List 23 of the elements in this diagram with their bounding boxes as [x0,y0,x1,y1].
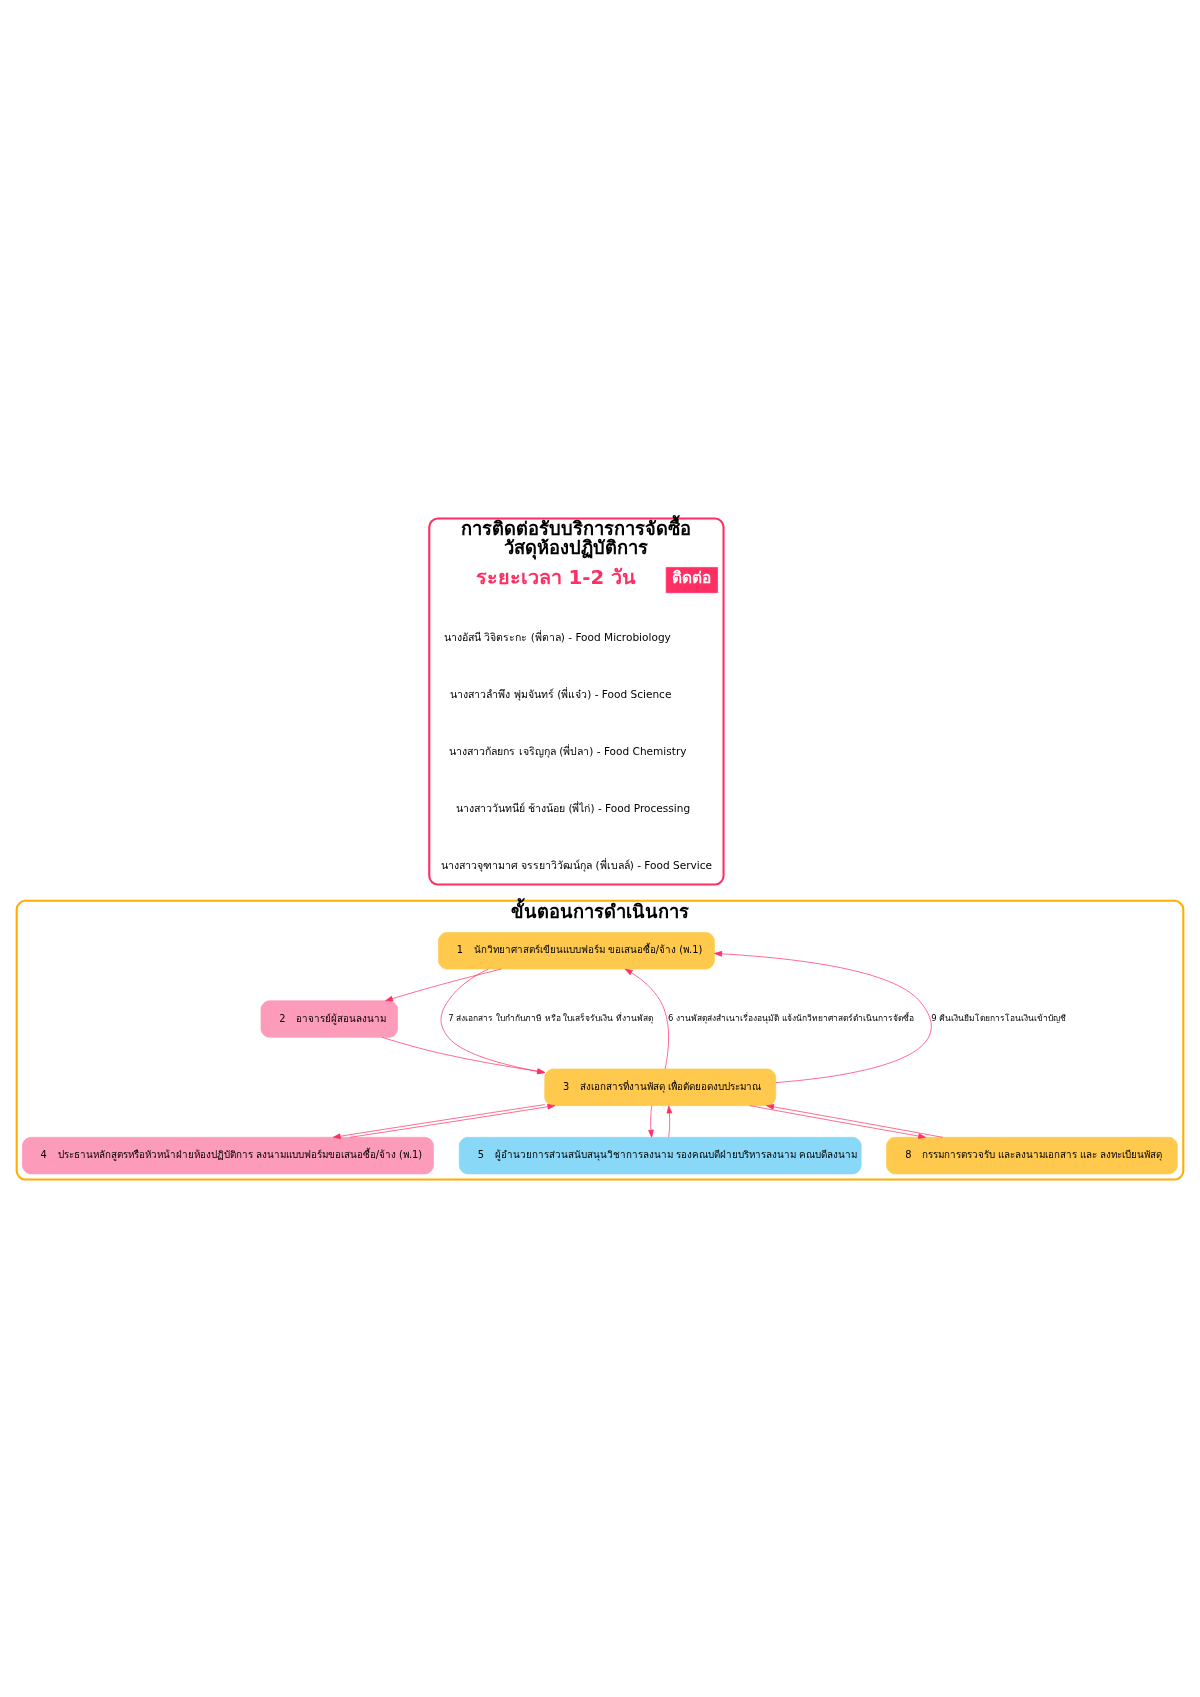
arrow [714,950,932,1083]
node-box: 5 ผู้อำนวยการส่วนสนับสนุนวิชาการลงนาม รองคณบดีฝ่ายบริหารลงนาม คณบดีลงนาม [458,1136,862,1174]
node-box: 1 นักวิทยาศาสตร์เขียนแบบฟอร์ม ขอเสนอซื้อ/จ้าง (พ.1) [438,931,715,969]
label: นางสาวลำพึง พุ่มจันทร์ (พี่แจ๋ว) - Food Science [450,687,672,700]
arrow [666,1105,673,1137]
label: ระยะเวลา 1-2 วัน [475,565,636,589]
edge-label: 7 ส่งเอกสาร ใบกำกับภาษี หรือ ใบเสร็จรับเงิน ที่งานพัสดุ [448,1012,654,1023]
label: นางสาวกัลยกร เจริญกุล (พี่ปลา) - Food Chemistry [449,744,687,757]
node-box: 2 อาจารย์ผู้สอนลงนาม [260,999,398,1038]
arrow [385,968,502,1001]
edge-label: 9 คืนเงินยืมโดยการโอนเงินเข้าบัญชี [931,1012,1067,1023]
label: นางสาววันทนีย์ ช้างน้อย (พี่ไก่) - Food Processing [455,801,691,814]
node-box: 3 ส่งเอกสารที่งานพัสดุ เพื่อตัดยอดงบประมาณ [544,1068,776,1106]
node-box: 4 ประธานหลักสูตรหรือหัวหน้าฝ่ายห้องปฏิบัติการ ลงนามแบบฟอร์มขอเสนอซื้อ/จ้าง (พ.1) [21,1136,434,1174]
node-box: ติดต่อ [665,566,718,593]
node-box: 8 กรรมการตรวจรับ และลงนามเอกสาร และ ลงทะเบียนพัสดุ [886,1136,1178,1174]
arrow [624,968,669,1069]
arrow [749,1104,926,1139]
edge-label: 6 งานพัสดุส่งสำเนาเรื่องอนุมัติ แจ้งนักวิทยาศาสตร์ดำเนินการจัดซื้อ [667,1012,914,1023]
label: นางอัสนี วิจิตระกะ (พี่ตาล) - Food Microbiology [443,630,671,643]
arrow [766,1103,943,1138]
label: นางสาวจุฑามาศ จรรยาวิวัฒน์กุล (พี่เบลล์) - Food Service [440,858,712,871]
arrow [648,1105,654,1137]
